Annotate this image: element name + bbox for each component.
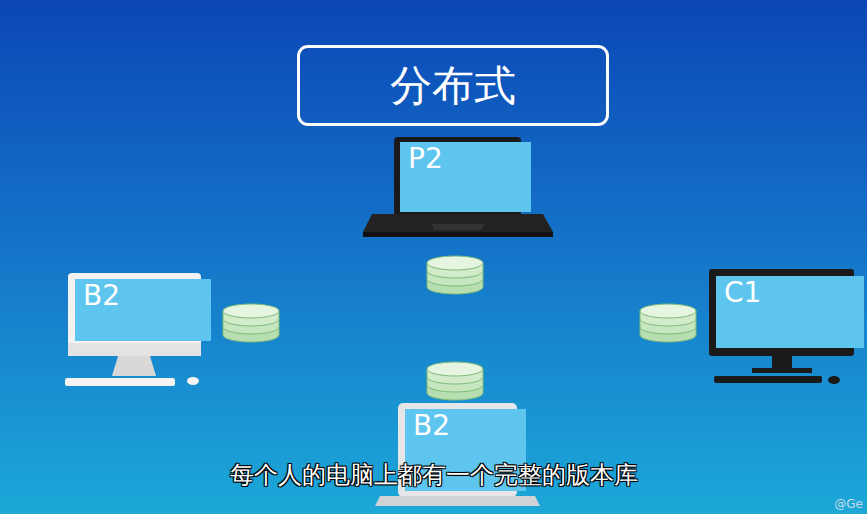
computer-screen: B2	[75, 279, 211, 341]
title-box: 分布式	[297, 45, 609, 126]
screen-label: C1	[716, 276, 864, 308]
laptop	[375, 403, 540, 506]
laptop	[363, 137, 553, 237]
computer-screen: C1	[716, 276, 864, 348]
computer-screen: P2	[400, 142, 531, 212]
database-icon	[223, 256, 696, 400]
screen-label: B2	[75, 279, 211, 311]
subtitle: 每个人的电脑上都有一个完整的版本库	[0, 458, 867, 492]
watermark: @Ge	[834, 497, 863, 511]
screen-label: B2	[405, 409, 526, 441]
screen-label: P2	[400, 142, 531, 174]
